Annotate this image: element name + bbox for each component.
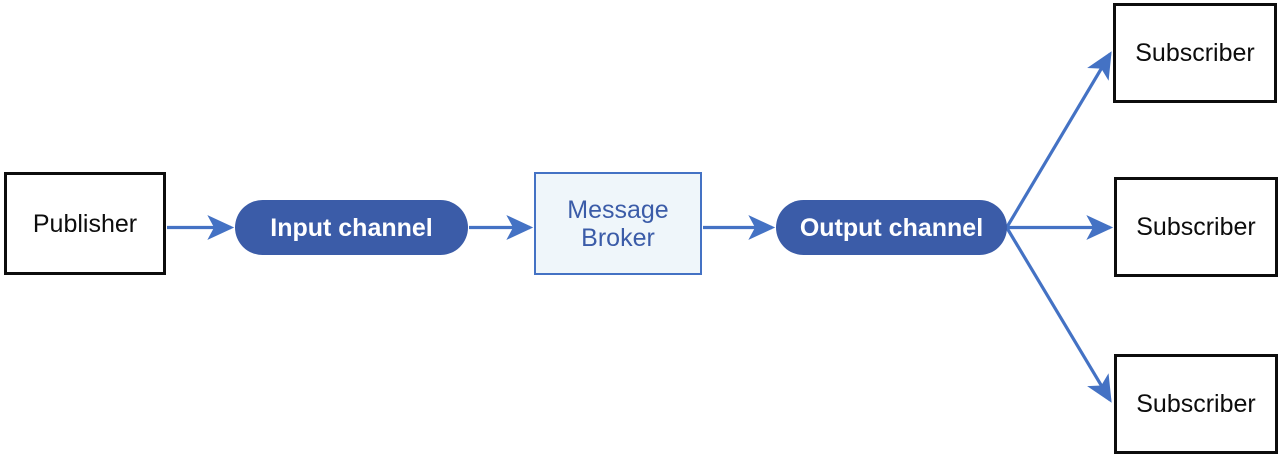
edge-output-to-subscriber-3 bbox=[1005, 227, 1112, 403]
node-publisher[interactable]: Publisher bbox=[4, 172, 166, 275]
node-input-channel[interactable]: Input channel bbox=[235, 200, 468, 255]
node-subscriber-1[interactable]: Subscriber bbox=[1113, 3, 1277, 103]
edge-output-to-subscriber-1 bbox=[1005, 51, 1112, 228]
node-publisher-label: Publisher bbox=[32, 209, 138, 238]
node-message-broker-label-line1: Message bbox=[567, 195, 669, 224]
node-message-broker-label-line2: Broker bbox=[581, 223, 655, 252]
node-message-broker[interactable]: Message Broker bbox=[534, 172, 702, 275]
node-subscriber-3-label: Subscriber bbox=[1136, 390, 1256, 418]
node-output-channel-label: Output channel bbox=[799, 213, 984, 242]
node-message-broker-label: Message Broker bbox=[567, 196, 668, 252]
node-subscriber-3[interactable]: Subscriber bbox=[1114, 354, 1278, 454]
node-output-channel[interactable]: Output channel bbox=[776, 200, 1007, 255]
node-subscriber-2-label: Subscriber bbox=[1136, 213, 1256, 241]
node-input-channel-label: Input channel bbox=[270, 213, 433, 242]
node-subscriber-2[interactable]: Subscriber bbox=[1114, 177, 1278, 277]
node-subscriber-1-label: Subscriber bbox=[1135, 39, 1255, 67]
